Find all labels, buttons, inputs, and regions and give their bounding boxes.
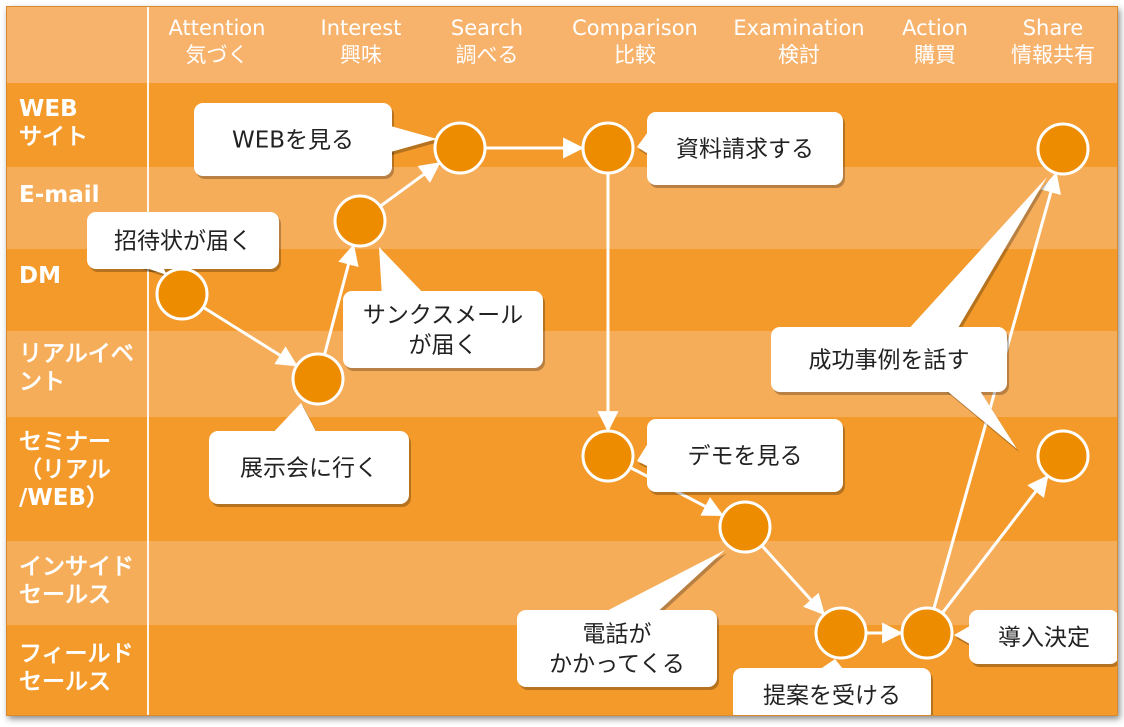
node-proposal [814,606,868,660]
callout-box [969,610,1117,664]
stage-interest: Interest 興味 [286,15,436,69]
row-label-email: E-mail [19,182,100,208]
callout-box [647,112,843,185]
callout-proposal: 提案を受ける [733,659,933,715]
node-email [333,194,387,248]
callout-request: 資料請求する [637,112,845,188]
row-label-web-site: WEB サイト [19,96,88,150]
callout-tail [637,435,653,469]
node-request [581,121,635,175]
arrow-dm-to-expo [202,305,298,367]
arrow-phone-to-proposal [760,544,825,616]
row-label-real-event: リアルイベ ント [19,341,134,395]
row-label-seminar: セミナー （リアル /WEB） [19,429,111,511]
stage-ja-label: 情報共有 [1011,43,1095,67]
callout-text: 成功事例を話す [809,348,970,374]
node-demo [581,429,635,483]
band-seminar [7,417,1117,541]
stage-action: Action 購買 [860,15,1010,69]
callout-text: 導入決定 [998,625,1090,651]
row-label-field-sales: フィールド セールス [19,641,134,695]
callout-tail [119,259,167,275]
callout-demo: デモを見る [637,419,845,495]
stage-en-label: Interest [320,16,402,40]
callout-tail [813,659,847,674]
callout-text: 招待状が届く [114,229,252,255]
callout-text: WEBを見る [232,128,354,154]
band-web [7,83,1117,167]
stage-search: Search 調べる [412,15,562,69]
callout-tail [941,386,1017,449]
node-decision [900,606,954,660]
callout-box [87,212,279,269]
callout-text: かかってくる [549,652,685,678]
row-label-dm: DM [19,263,61,289]
callout-box [647,419,843,492]
arrow-email-to-web [379,162,441,208]
stage-attention: Attention 気づく [142,15,292,69]
callout-expo: 展示会に行く [209,403,411,507]
stage-examination: Examination 検討 [724,15,874,69]
stage-ja-label: 購買 [914,43,956,67]
callout-tail [269,403,319,437]
callout-box [343,291,543,368]
callout-invite: 招待状が届く [87,212,281,278]
stage-ja-label: 興味 [340,43,382,67]
node-expo [291,352,345,406]
callout-text: デモを見る [688,444,803,470]
stage-en-label: Examination [733,16,865,40]
callout-tail [905,177,1047,333]
arrow-decision-to-share2 [941,474,1049,615]
callout-success: 成功事例を話す [771,177,1049,452]
callout-text: が届く [409,333,478,359]
node-share1 [1036,122,1090,176]
callout-text: サンクスメール [363,303,523,329]
stage-en-label: Comparison [572,16,698,40]
callout-tail [954,623,975,647]
callout-decision: 導入決定 [954,610,1117,667]
callout-text: 展示会に行く [240,456,378,482]
node-web [433,121,487,175]
stage-ja-label: 比較 [614,43,656,67]
callout-text: 電話が [583,622,652,648]
header-band [7,7,1117,83]
stage-comparison: Comparison 比較 [560,15,710,69]
stage-en-label: Attention [168,16,266,40]
callout-web: WEBを見る [194,103,439,179]
callout-tail [387,125,437,153]
callout-box [771,327,1007,392]
callout-box [733,668,931,715]
arrow-expo-to-email [322,244,359,356]
row-bands [7,7,1117,715]
node-dm [155,267,209,321]
callout-box [517,610,717,687]
stage-share: Share 情報共有 [978,15,1117,69]
stage-ja-label: 検討 [778,43,820,67]
label-divider [147,7,149,715]
stage-en-label: Action [902,16,968,40]
callout-tail [637,125,653,157]
stage-ja-label: 調べる [455,43,519,67]
callout-tail [379,247,427,297]
callout-text: 資料請求する [676,137,814,163]
callout-tail [597,550,725,616]
node-share2 [1036,429,1090,483]
stage-ja-label: 気づく [185,43,249,67]
node-phone [718,500,772,554]
callout-text: 提案を受ける [763,683,901,709]
callout-box [209,431,409,504]
customer-journey-diagram: Attention 気づく Interest 興味 Search 調べる Com… [6,6,1118,716]
stage-en-label: Search [450,16,524,40]
callout-box [194,103,392,176]
row-label-inside-sales: インサイド セールス [19,554,134,608]
stage-en-label: Share [1022,16,1084,40]
